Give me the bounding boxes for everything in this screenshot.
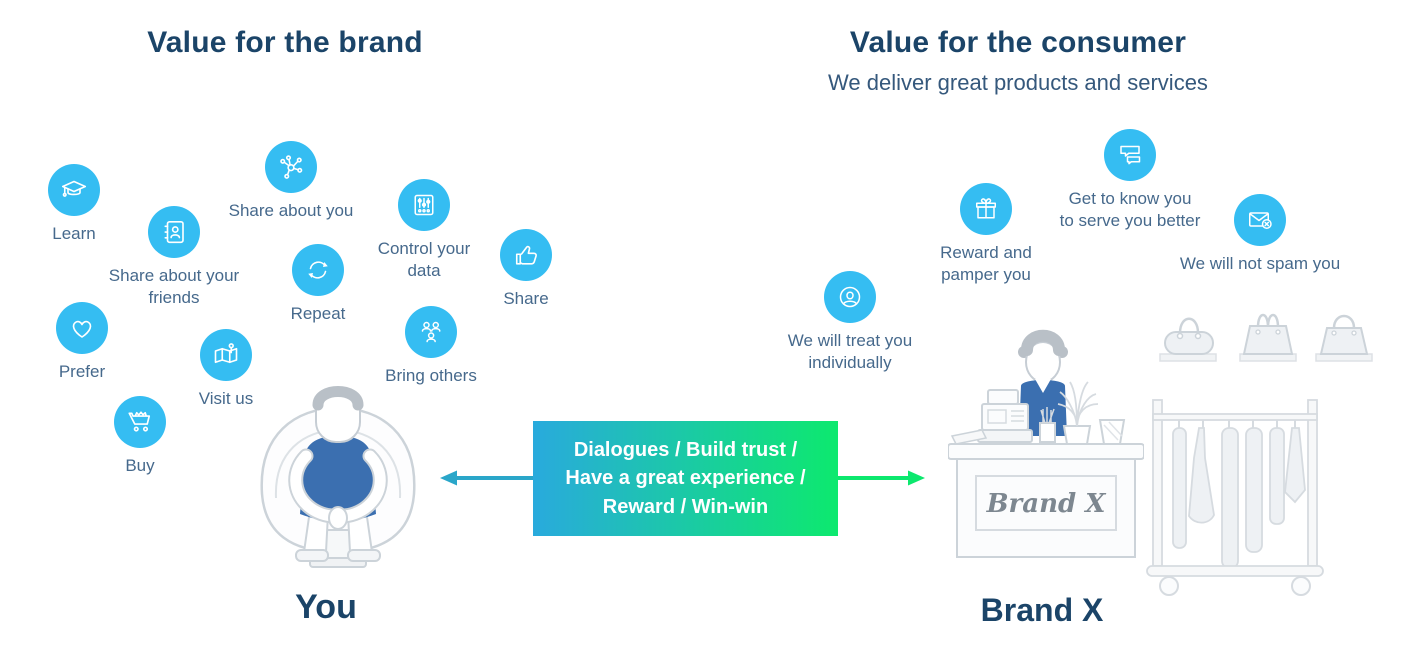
right-section-title: Value for the consumer	[849, 26, 1187, 59]
value-item-label: Get to know you to serve you better	[1059, 189, 1201, 231]
value-item-label: Buy	[125, 456, 155, 475]
clothing-rack-illustration	[1146, 399, 1324, 596]
value-item-share-about-you: Share about you	[206, 141, 376, 222]
sliders-icon	[398, 179, 450, 231]
shopping-cart-icon	[114, 396, 166, 448]
value-item-no-spam: We will not spam you	[1140, 194, 1380, 275]
value-item-label: Prefer	[58, 362, 106, 381]
right-section-subtitle: We deliver great products and services	[828, 70, 1208, 95]
people-group-icon	[405, 306, 457, 358]
value-item-share-friends: Share about your friends	[89, 206, 259, 310]
share-network-icon	[265, 141, 317, 193]
you-label: You	[295, 588, 357, 626]
heart-icon	[56, 302, 108, 354]
handbags-illustration	[1159, 313, 1373, 362]
value-item-label: Share	[503, 289, 549, 308]
person-circle-icon	[824, 271, 876, 323]
value-item-learn: Learn	[29, 164, 119, 245]
value-item-control-data: Control your data	[364, 179, 484, 283]
value-item-share: Share	[481, 229, 571, 310]
value-item-label: Control your data	[377, 239, 471, 281]
value-item-visit-us: Visit us	[176, 329, 276, 410]
envelope-x-icon	[1234, 194, 1286, 246]
value-item-label: Share about you	[228, 201, 354, 220]
graduation-cap-icon	[48, 164, 100, 216]
map-pin-icon	[200, 329, 252, 381]
exchange-box: Dialogues / Build trust / Have a great e…	[533, 421, 838, 536]
value-item-label: Learn	[52, 224, 96, 243]
value-item-bring-others: Bring others	[366, 306, 496, 387]
value-item-label: Bring others	[385, 366, 477, 385]
brand-x-label: Brand X	[980, 592, 1104, 628]
value-item-treat-individually: We will treat you individually	[770, 271, 930, 375]
value-item-get-to-know: Get to know you to serve you better	[1030, 129, 1230, 233]
value-item-label: We will treat you individually	[787, 331, 913, 373]
value-item-label: Reward and pamper you	[940, 243, 1032, 285]
chat-bubbles-icon	[1104, 129, 1156, 181]
value-item-label: Share about your friends	[108, 266, 240, 308]
brand-counter-illustration: Brand X	[948, 329, 1144, 558]
address-book-icon	[148, 206, 200, 258]
value-item-label: Visit us	[198, 389, 254, 408]
customer-in-chair-illustration	[260, 386, 416, 568]
left-section-title: Value for the brand	[147, 26, 423, 59]
value-item-label: Repeat	[290, 304, 346, 323]
value-item-label: We will not spam you	[1179, 254, 1341, 273]
value-item-reward: Reward and pamper you	[916, 183, 1056, 287]
exchange-text: Dialogues / Build trust / Have a great e…	[565, 438, 806, 518]
value-item-buy: Buy	[95, 396, 185, 477]
value-item-repeat: Repeat	[268, 244, 368, 325]
thumbs-up-icon	[500, 229, 552, 281]
repeat-arrows-icon	[292, 244, 344, 296]
shop-sign: Brand X	[986, 489, 1108, 519]
arrow-right-icon	[837, 470, 925, 486]
arrow-left-icon	[440, 470, 535, 486]
gift-icon	[960, 183, 1012, 235]
value-item-prefer: Prefer	[37, 302, 127, 383]
